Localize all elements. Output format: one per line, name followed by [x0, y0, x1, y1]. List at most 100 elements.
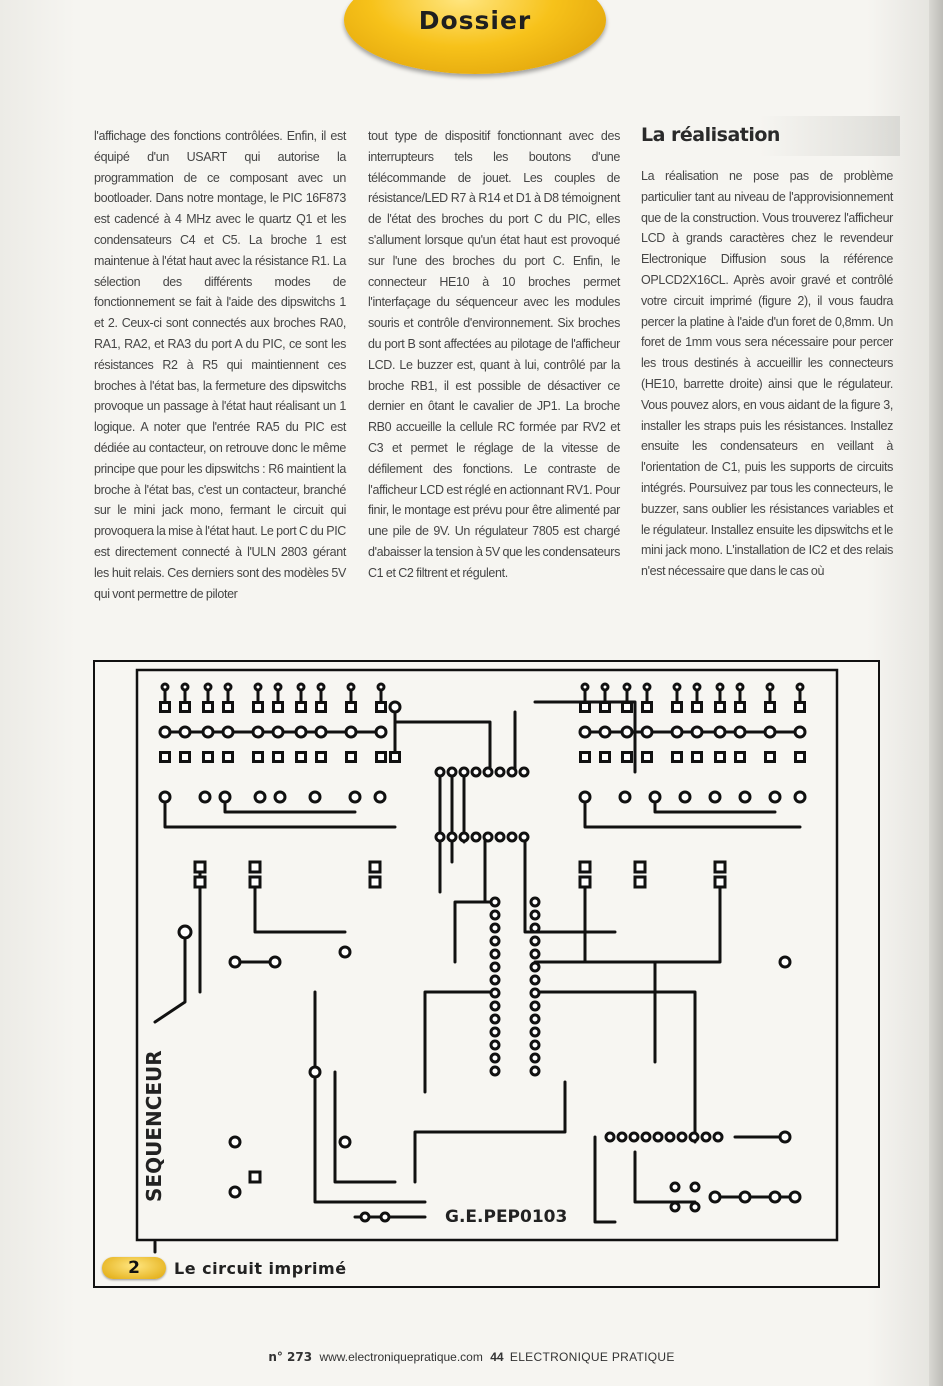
pcb-pad	[600, 682, 610, 692]
pcb-pad	[179, 701, 191, 713]
pcb-outline	[135, 668, 839, 1242]
article-column-1: l'affichage des fonctions contrôlées. En…	[94, 129, 346, 601]
pcb-figure: SEQUENCEUR G.E.PEP0103	[93, 660, 880, 1288]
pcb-pad	[294, 725, 308, 739]
pcb-pad	[470, 766, 482, 778]
pcb-pad	[458, 831, 470, 843]
pcb-pad	[714, 701, 726, 713]
pcb-pad	[221, 725, 235, 739]
pcb-pad	[160, 682, 170, 692]
pcb-pad	[202, 751, 214, 763]
pcb-pad	[379, 1211, 391, 1223]
pcb-pad	[489, 935, 501, 947]
pcb-pad	[713, 875, 727, 889]
pcb-pad	[308, 790, 322, 804]
pcb-pad	[671, 701, 683, 713]
pcb-pad	[714, 751, 726, 763]
pcb-trace	[153, 930, 187, 1024]
pcb-pad	[434, 831, 446, 843]
pcb-pad	[273, 790, 287, 804]
pcb-trace	[593, 1135, 617, 1224]
pcb-pad	[700, 1131, 712, 1143]
pcb-pad	[374, 725, 388, 739]
pcb-trace	[453, 900, 497, 964]
pcb-pad	[529, 909, 541, 921]
pcb-pad	[345, 701, 357, 713]
pcb-pad	[314, 725, 328, 739]
pcb-pad	[223, 682, 233, 692]
pcb-pad	[691, 751, 703, 763]
pcb-pad	[620, 725, 634, 739]
pcb-pad	[664, 1131, 676, 1143]
pcb-pad	[529, 896, 541, 908]
pcb-pad	[616, 1131, 628, 1143]
pcb-pad	[578, 875, 592, 889]
pcb-pad	[489, 948, 501, 960]
pcb-pad	[765, 682, 775, 692]
pcb-pad	[180, 682, 190, 692]
pcb-pad	[348, 790, 362, 804]
pcb-pad	[494, 766, 506, 778]
board-label: SEQUENCEUR	[142, 1050, 166, 1202]
pcb-pad	[633, 875, 647, 889]
pcb-pad	[482, 831, 494, 843]
pcb-pad	[518, 831, 530, 843]
pcb-pad	[489, 1000, 501, 1012]
pcb-pad	[506, 831, 518, 843]
pcb-trace	[533, 990, 697, 1144]
pcb-pad	[248, 875, 262, 889]
pcb-pad	[272, 751, 284, 763]
pcb-trace	[633, 880, 722, 964]
figure-caption: 2 Le circuit imprimé	[102, 1255, 347, 1281]
pcb-pad	[388, 700, 402, 714]
pcb-pad	[159, 751, 171, 763]
pcb-pad	[193, 860, 207, 874]
pcb-pad	[489, 987, 501, 999]
pcb-pad	[446, 831, 458, 843]
pcb-pad	[529, 974, 541, 986]
pcb-trace	[163, 795, 397, 829]
pcb-pad	[669, 1201, 681, 1213]
pcb-pad	[228, 1135, 242, 1149]
page-number: 44	[490, 1350, 504, 1364]
pcb-pad	[794, 701, 806, 713]
pcb-trace	[583, 795, 802, 829]
pcb-pad	[434, 766, 446, 778]
pcb-pad	[529, 1000, 541, 1012]
pcb-pad	[621, 701, 633, 713]
pcb-pad	[376, 682, 386, 692]
pcb-pad	[458, 766, 470, 778]
pcb-pad	[598, 725, 612, 739]
pcb-pad	[489, 1065, 501, 1077]
pcb-pad	[202, 701, 214, 713]
pcb-pad	[734, 751, 746, 763]
pcb-pad	[375, 751, 387, 763]
pcb-pad	[690, 725, 704, 739]
pcb-pad	[158, 725, 172, 739]
website-url: www.electroniquepratique.com	[319, 1350, 483, 1364]
pcb-pad	[618, 790, 632, 804]
pcb-pad	[676, 1131, 688, 1143]
pcb-pad	[529, 1065, 541, 1077]
pcb-pad	[578, 860, 592, 874]
pcb-pad	[179, 751, 191, 763]
pcb-pad	[529, 987, 541, 999]
pcb-pad	[578, 725, 592, 739]
pcb-pad	[738, 790, 752, 804]
pcb-pad	[763, 725, 777, 739]
pcb-pad	[640, 1131, 652, 1143]
pcb-pad	[506, 766, 518, 778]
pcb-pad	[203, 682, 213, 692]
pcb-pad	[158, 790, 172, 804]
figure-number-badge: 2	[102, 1257, 166, 1279]
pcb-pad	[793, 790, 807, 804]
pcb-pad	[489, 974, 501, 986]
pcb-pad	[642, 682, 652, 692]
pcb-pad	[641, 751, 653, 763]
issue-number: n° 273	[268, 1350, 313, 1364]
pcb-pad	[470, 831, 482, 843]
pcb-pad	[712, 1131, 724, 1143]
figure-caption-text: Le circuit imprimé	[174, 1258, 347, 1278]
pcb-pad	[295, 701, 307, 713]
pcb-pad	[315, 701, 327, 713]
